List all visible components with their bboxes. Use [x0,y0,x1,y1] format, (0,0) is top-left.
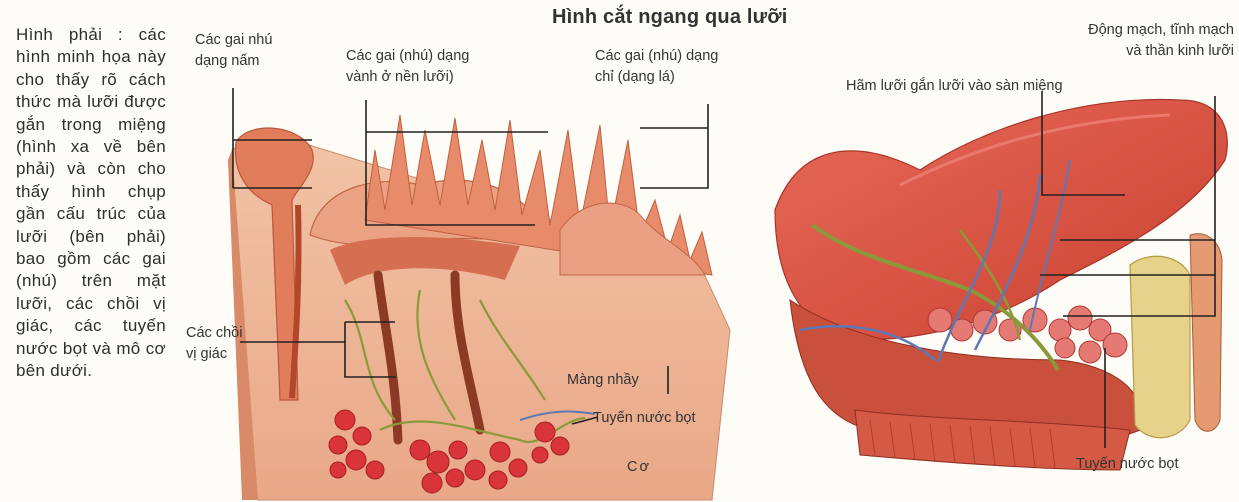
circumvallate-label-line1: Các gai (nhú) dạng [346,46,469,67]
muscle-label: Cơ [627,457,651,478]
salivary-gland-right-label: Tuyến nước bọt [1076,454,1179,475]
fungiform-label-line2: dạng nấm [195,51,272,72]
vessels-label: Động mạch, tĩnh mạch và thần kinh lưỡi [1058,20,1234,62]
salivary-gland-left-label: Tuyến nước bọt [593,408,696,429]
mandible-bone [1130,256,1190,437]
filiform-label-line1: Các gai (nhú) dạng [595,46,718,67]
frenulum-label: Hãm lưỡi gắn lưỡi vào sàn miệng [846,76,1063,97]
taste-buds-label: Các chồi vị giác [186,323,242,365]
taste-buds-label-line1: Các chồi [186,323,242,344]
filiform-label-line2: chỉ (dạng lá) [595,67,718,88]
taste-buds-label-line2: vị giác [186,344,242,365]
vessels-label-line2: và thần kinh lưỡi [1058,41,1234,62]
filiform-leader [640,104,708,188]
vessels-label-line1: Động mạch, tĩnh mạch [1058,20,1234,41]
fungiform-label: Các gai nhú dạng nấm [195,30,272,72]
fungiform-label-line1: Các gai nhú [195,30,272,51]
filiform-label: Các gai (nhú) dạng chỉ (dạng lá) [595,46,718,88]
tongue-illustration [775,100,1227,470]
cross-section-illustration [228,115,730,500]
mucosa-label: Màng nhầy [567,370,639,391]
incisor-tooth [1190,234,1222,432]
circumvallate-label-line2: vành ở nền lưỡi) [346,67,469,88]
circumvallate-label: Các gai (nhú) dạng vành ở nền lưỡi) [346,46,469,88]
